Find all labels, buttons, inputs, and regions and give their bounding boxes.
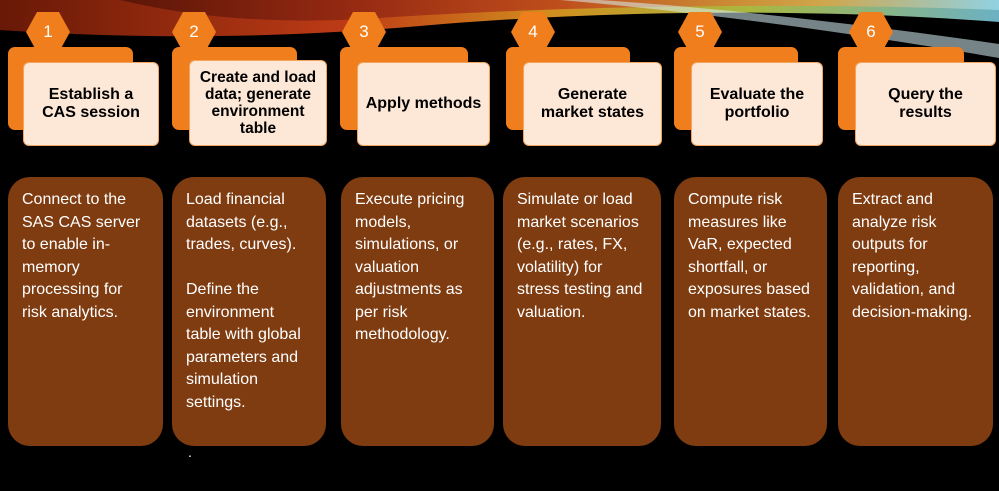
step-description: Define the environment table with global… — [186, 281, 301, 411]
decorative-swoosh — [0, 0, 999, 58]
hexagon-icon — [678, 12, 722, 52]
step-description: Simulate or load market scenarios (e.g.,… — [517, 191, 643, 321]
step-description-card: Simulate or load market scenarios (e.g.,… — [503, 177, 661, 446]
step-number-hexagon: 4 — [511, 12, 555, 52]
step-1: 1 Establish a CAS session Connect to the… — [8, 0, 168, 491]
step-description-card: Execute pricing models, simulations, or … — [341, 177, 494, 446]
step-description: Connect to the SAS CAS server to enable … — [22, 191, 141, 321]
step-number: 3 — [359, 22, 369, 41]
hexagon-icon — [26, 12, 70, 52]
footnote-dot: . — [188, 444, 192, 460]
step-title: Create and load data; generate environme… — [189, 60, 327, 146]
step-title: Establish a CAS session — [23, 62, 159, 146]
step-title: Query the results — [855, 62, 996, 146]
step-6: 6 Query the results Extract and analyze … — [838, 0, 998, 491]
hexagon-icon — [849, 12, 893, 52]
step-number: 1 — [43, 22, 53, 41]
step-number-hexagon: 1 — [26, 12, 70, 52]
step-description: Execute pricing models, simulations, or … — [355, 191, 465, 343]
step-description-card: Connect to the SAS CAS server to enable … — [8, 177, 163, 446]
step-number-hexagon: 3 — [342, 12, 386, 52]
step-number: 4 — [528, 22, 538, 41]
step-description: Compute risk measures like VaR, expected… — [688, 191, 811, 321]
step-number: 6 — [866, 22, 876, 41]
step-number-hexagon: 2 — [172, 12, 216, 52]
step-3: 3 Apply methods Execute pricing models, … — [340, 0, 500, 491]
step-description-card: Compute risk measures like VaR, expected… — [674, 177, 827, 446]
hexagon-icon — [342, 12, 386, 52]
step-description: Extract and analyze risk outputs for rep… — [852, 191, 973, 321]
step-number: 5 — [695, 22, 705, 41]
step-title: Apply methods — [357, 62, 490, 146]
step-description-card: Load financial datasets (e.g., trades, c… — [172, 177, 326, 446]
step-4: 4 Generate market states Simulate or loa… — [503, 0, 666, 491]
step-title: Evaluate the portfolio — [691, 62, 823, 146]
step-number-hexagon: 6 — [849, 12, 893, 52]
hexagon-icon — [511, 12, 555, 52]
step-description-card: Extract and analyze risk outputs for rep… — [838, 177, 993, 446]
step-number: 2 — [189, 22, 199, 41]
step-title: Generate market states — [523, 62, 662, 146]
step-number-hexagon: 5 — [678, 12, 722, 52]
hexagon-icon — [172, 12, 216, 52]
step-2: 2 Create and load data; generate environ… — [172, 0, 332, 491]
step-description: Load financial datasets (e.g., trades, c… — [186, 191, 297, 253]
step-5: 5 Evaluate the portfolio Compute risk me… — [674, 0, 834, 491]
